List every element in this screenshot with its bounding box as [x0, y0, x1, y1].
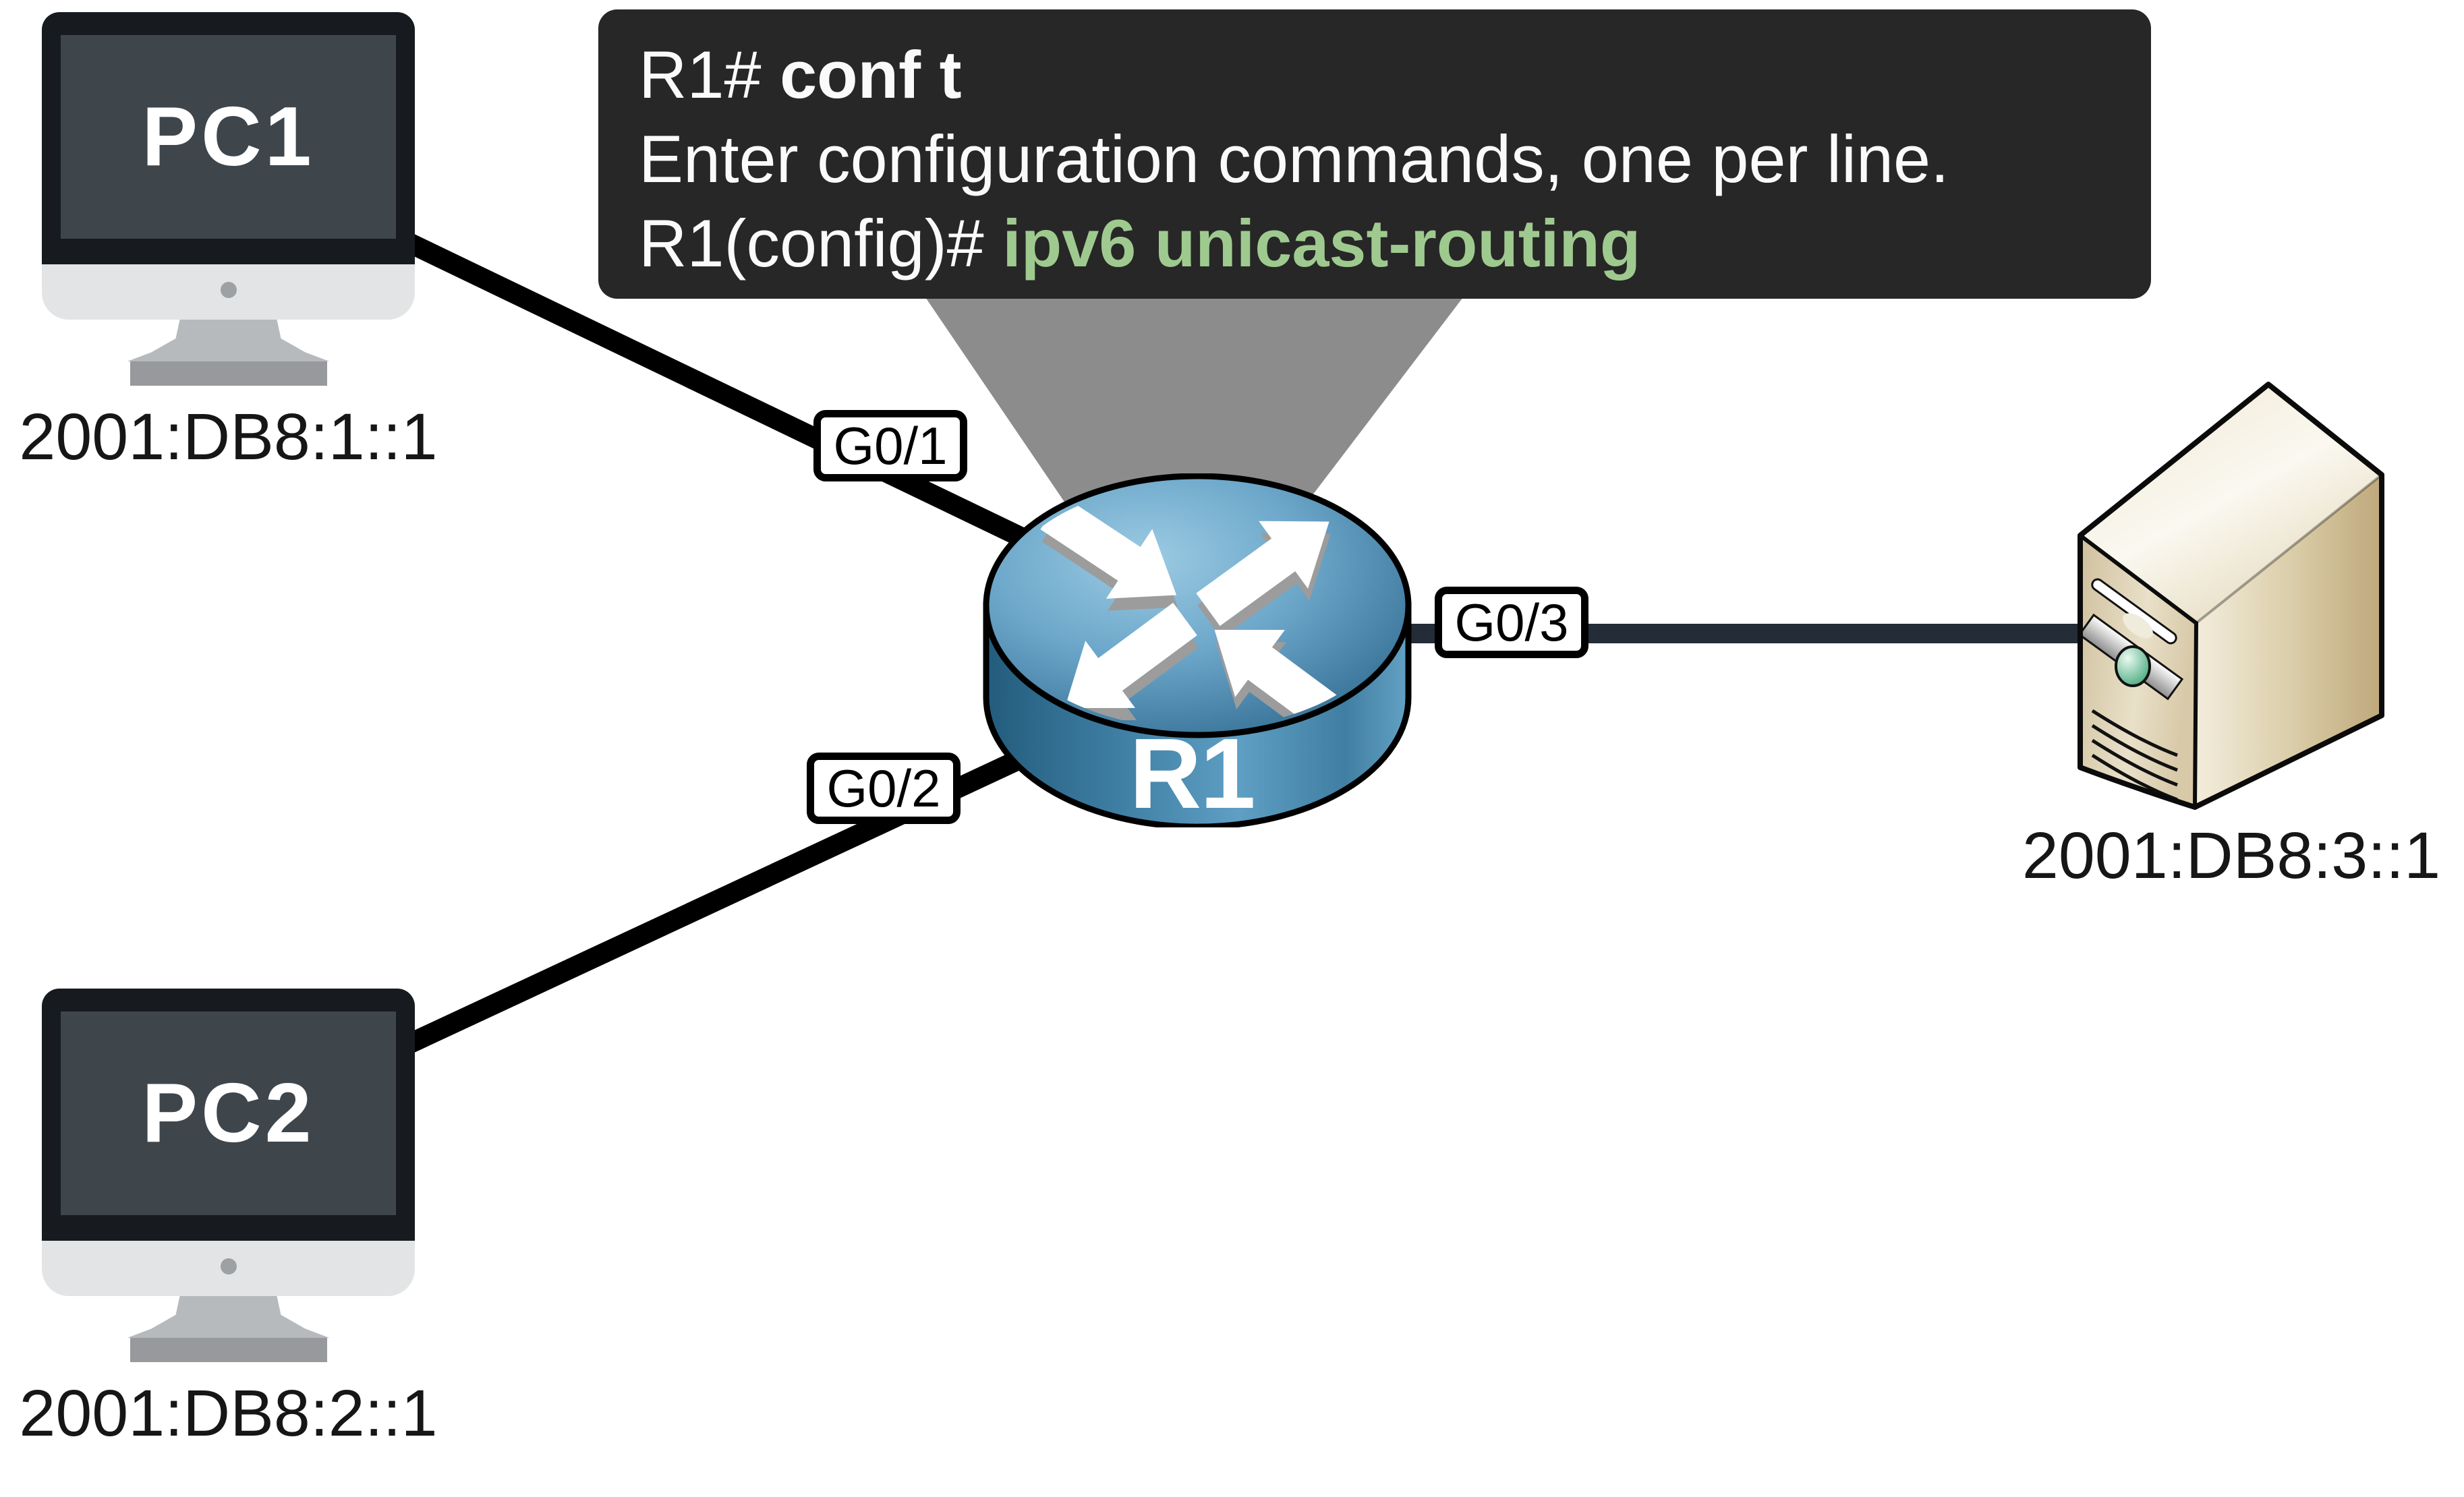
router-icon: R1	[981, 473, 1413, 830]
cli-output: Enter configuration commands, one per li…	[639, 121, 1949, 196]
interface-label-text: G0/2	[826, 758, 941, 818]
pc2-monitor-screen: PC2	[61, 1011, 396, 1215]
cli-prompt: R1#	[639, 37, 780, 112]
server-icon: 2001:DB8:3::1	[2022, 375, 2440, 914]
server-ipv6-address: 2001:DB8:3::1	[2022, 819, 2441, 892]
pc1-monitor-chin	[42, 264, 415, 320]
cli-prompt: R1(config)#	[639, 206, 1003, 281]
interface-label-g0-2: G0/2	[807, 753, 961, 824]
interface-label-text: G0/1	[833, 415, 948, 475]
interface-label-text: G0/3	[1454, 592, 1569, 652]
interface-label-g0-3: G0/3	[1435, 587, 1588, 658]
server-tower-graphic	[2078, 382, 2384, 810]
cli-line-2: Enter configuration commands, one per li…	[639, 117, 2111, 201]
pc2-label: PC2	[142, 1067, 315, 1160]
router-label: R1	[1129, 718, 1254, 827]
pc2-icon: PC2 2001:DB8:2::1	[19, 989, 438, 1474]
interface-label-g0-1: G0/1	[813, 410, 967, 481]
server-power-button	[2115, 645, 2151, 687]
power-dot-icon	[220, 282, 237, 298]
pc2-monitor-base	[130, 1338, 327, 1362]
pc1-label: PC1	[142, 90, 315, 183]
pc1-monitor-stand	[127, 320, 330, 361]
cli-line-1: R1# conf t	[639, 32, 2111, 117]
cli-callout: R1# conf t Enter configuration commands,…	[598, 9, 2151, 299]
cli-command-highlighted: ipv6 unicast-routing	[1002, 206, 1641, 281]
pc1-monitor-screen: PC1	[61, 35, 396, 239]
routing-arrows-icon	[1040, 495, 1348, 729]
pc1-ipv6-address: 2001:DB8:1::1	[19, 400, 438, 473]
pc1-icon: PC1 2001:DB8:1::1	[19, 12, 438, 498]
pc2-ipv6-address: 2001:DB8:2::1	[19, 1376, 438, 1450]
pc1-monitor-base	[130, 361, 327, 386]
cli-line-3: R1(config)# ipv6 unicast-routing	[639, 201, 2111, 285]
power-dot-icon	[220, 1258, 237, 1274]
pc2-monitor-chin	[42, 1241, 415, 1296]
pc2-monitor-stand	[127, 1296, 330, 1338]
router-cylinder-graphic: R1	[983, 473, 1412, 830]
cli-command: conf t	[780, 37, 962, 112]
